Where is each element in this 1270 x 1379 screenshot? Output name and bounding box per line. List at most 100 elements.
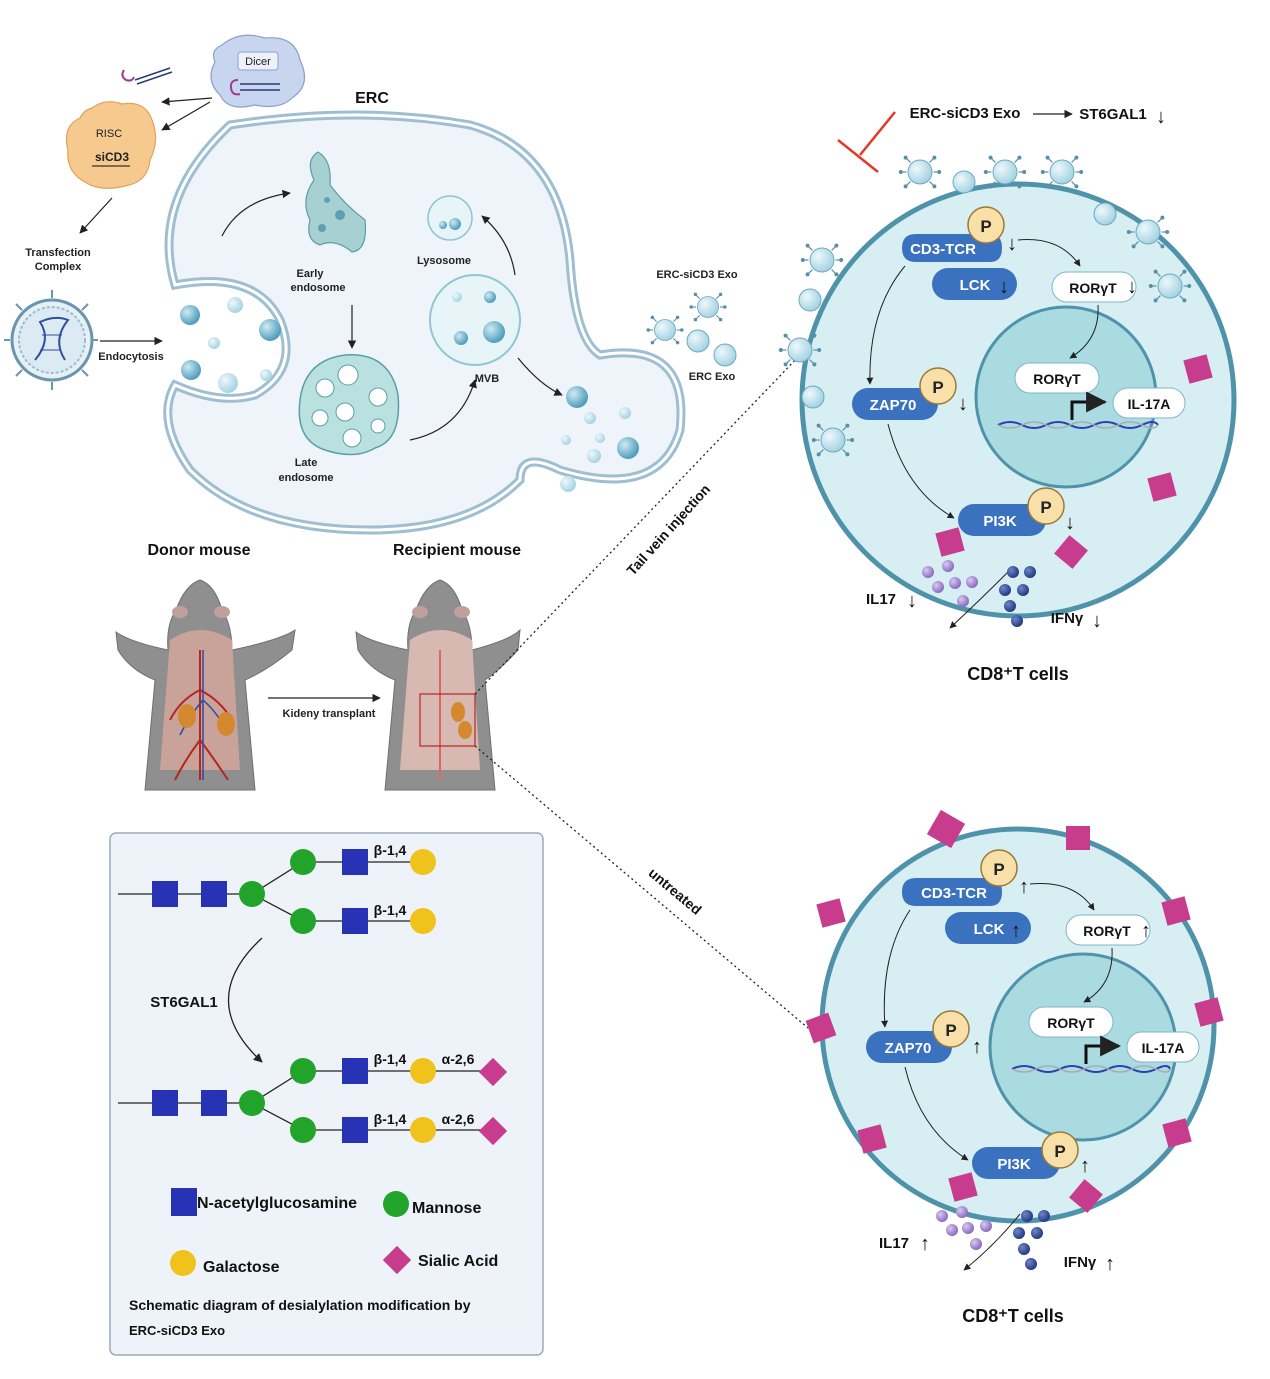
arrow-cd3-to-zap70 bbox=[866, 265, 906, 385]
dicer-rna-hairpin bbox=[229, 79, 241, 96]
header-st6gal1: ST6GAL1 bbox=[1079, 106, 1147, 123]
roryt-cyto-label: RORγT bbox=[1083, 923, 1131, 939]
roryt-nuc-label: RORγT bbox=[1033, 371, 1081, 387]
sialic-acid-marker bbox=[805, 1012, 837, 1044]
roryt-cyto-pill bbox=[1051, 271, 1137, 303]
vesicle bbox=[619, 407, 631, 419]
galactose-symbol bbox=[410, 908, 436, 934]
vesicle bbox=[449, 218, 461, 230]
erc-cell-outline bbox=[163, 110, 686, 535]
vesicle bbox=[260, 369, 272, 381]
arrow-cd3-to-roryt bbox=[1029, 883, 1095, 911]
phospho-badge bbox=[980, 849, 1018, 887]
dicer-shape bbox=[210, 34, 306, 108]
il17-label: IL17 bbox=[866, 591, 896, 608]
intraluminal-vesicle bbox=[368, 387, 388, 407]
sialic-acid-marker bbox=[857, 1124, 887, 1154]
transcription-arrow bbox=[1084, 1035, 1122, 1064]
phospho-badge bbox=[967, 206, 1005, 244]
vesicle bbox=[561, 435, 571, 445]
phospho-badge bbox=[1041, 1131, 1079, 1169]
arrow-cytokine-release bbox=[963, 1213, 1021, 1271]
ifng-arrow: ↓ bbox=[1092, 610, 1102, 632]
glycan-caption-line1: Schematic diagram of desialylation modif… bbox=[129, 1297, 471, 1313]
erc-cell-inner-line bbox=[166, 113, 683, 532]
early-endosome-label-2: endosome bbox=[290, 282, 345, 294]
dna-strand bbox=[1011, 1065, 1171, 1073]
mannose-symbol bbox=[290, 1117, 316, 1143]
ifng-arrow: ↑ bbox=[1105, 1253, 1115, 1275]
roryt-nuc-pill bbox=[1028, 1006, 1114, 1038]
legend-sialic-label: Sialic Acid bbox=[418, 1253, 498, 1270]
sirna-duplex-icon bbox=[136, 71, 173, 85]
sialic-acid-marker bbox=[926, 809, 966, 849]
vesicle bbox=[324, 197, 330, 203]
legend-galactose-icon bbox=[170, 1250, 196, 1276]
glcnac-symbol bbox=[201, 1090, 227, 1116]
graft-region-box bbox=[419, 693, 476, 747]
mannose-symbol bbox=[290, 849, 316, 875]
phospho-label: P bbox=[1054, 1142, 1065, 1161]
sialic-acid-marker bbox=[1183, 354, 1213, 384]
arrow-roryt-to-nucleus bbox=[1069, 304, 1099, 359]
arrow-cytokine-release bbox=[949, 571, 1009, 629]
vesicle bbox=[181, 360, 201, 380]
sialic-acid-symbol bbox=[478, 1057, 508, 1087]
vesicle bbox=[454, 331, 468, 345]
vesicle bbox=[484, 291, 496, 303]
phospho-badge bbox=[1027, 487, 1065, 525]
vesicle bbox=[483, 321, 505, 343]
lck-label: LCK bbox=[960, 277, 991, 294]
erc-exo-label: ERC Exo bbox=[689, 371, 736, 383]
lck-pill bbox=[932, 268, 1017, 300]
bound-exosome-icon bbox=[798, 288, 822, 312]
lck-pill bbox=[945, 912, 1031, 944]
vesicle bbox=[452, 292, 462, 302]
risc-label: RISC bbox=[96, 128, 122, 140]
il17a-gene-pill bbox=[1126, 1031, 1200, 1063]
recipient-mouse-icon bbox=[355, 579, 521, 791]
glycan-panel-box bbox=[109, 832, 544, 1356]
ifng-label: IFNγ bbox=[1051, 610, 1084, 627]
roryt-cyto-label: RORγT bbox=[1069, 280, 1117, 296]
lysosome-label: Lysosome bbox=[417, 255, 471, 267]
intraluminal-vesicle bbox=[342, 428, 362, 448]
sialic-acid-marker bbox=[1161, 896, 1191, 926]
bound-exosome-icon bbox=[898, 155, 942, 189]
ifng-label: IFNγ bbox=[1064, 1254, 1097, 1271]
sialic-acid-symbol bbox=[478, 1116, 508, 1146]
lysosome-shape bbox=[427, 195, 473, 241]
phospho-badge bbox=[932, 1010, 970, 1048]
sialic-acid-marker bbox=[935, 527, 965, 557]
arrow-zap70-to-pi3k bbox=[904, 1066, 969, 1161]
il17a-label: IL-17A bbox=[1128, 396, 1171, 412]
treated-cd8-cell: ERC-siCD3 Exo ST6GAL1 ↓ CD3-TCR P ↓ LCK bbox=[778, 105, 1237, 684]
bound-exosome-icon bbox=[1093, 202, 1117, 226]
cd3tcr-arrow: ↓ bbox=[1007, 233, 1017, 255]
legend-mannose-icon bbox=[383, 1191, 409, 1217]
glcnac-symbol bbox=[152, 881, 178, 907]
arrow-roryt-to-nucleus bbox=[1083, 947, 1113, 1003]
untreated-cd8-cell: CD3-TCR P ↑ LCK ↑ RORγT ↑ RORγT IL-17A Z… bbox=[805, 809, 1224, 1326]
intraluminal-vesicle bbox=[370, 418, 386, 434]
roryt-nuc-pill bbox=[1014, 362, 1100, 394]
arrow-dicer-to-cleaved bbox=[161, 97, 213, 106]
pi3k-pill bbox=[958, 504, 1046, 536]
phospho-label: P bbox=[932, 378, 943, 397]
glcnac-symbol bbox=[152, 1090, 178, 1116]
vesicle bbox=[208, 337, 220, 349]
galactose-symbol bbox=[410, 1117, 436, 1143]
legend-glcnac-icon bbox=[171, 1188, 197, 1216]
vesicle bbox=[595, 433, 605, 443]
vesicle bbox=[584, 412, 596, 424]
endocytosis-label: Endocytosis bbox=[98, 351, 163, 363]
pi3k-arrow: ↑ bbox=[1080, 1155, 1090, 1177]
erc-panel: ERC Early endosome Late endosome Ly bbox=[163, 90, 686, 535]
kidney-transplant-label: Kideny transplant bbox=[283, 708, 376, 720]
exosome-icon bbox=[645, 315, 685, 345]
vesicle bbox=[617, 437, 639, 459]
vesicle bbox=[439, 221, 447, 229]
vesicle bbox=[218, 373, 238, 393]
ifng-cytokines bbox=[999, 566, 1036, 627]
